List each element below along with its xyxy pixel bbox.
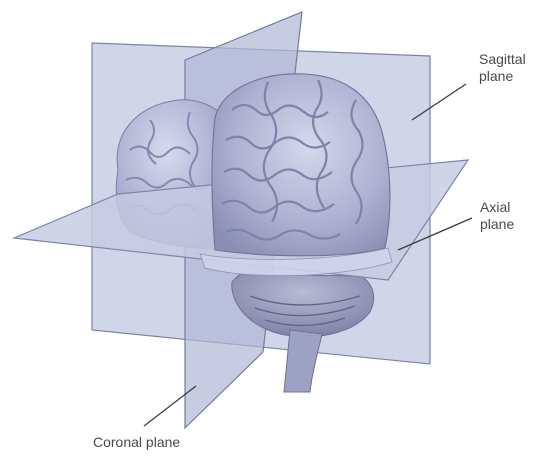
sagittal-label-line2: plane [479, 68, 526, 85]
sagittal-label-line1: Sagittal [479, 51, 526, 68]
brain-right-hemisphere [212, 74, 390, 256]
sagittal-plane-label: Sagittal plane [479, 51, 526, 85]
coronal-label-line1: Coronal plane [93, 434, 180, 451]
coronal-plane-label: Coronal plane [93, 434, 180, 451]
axial-label-line1: Axial [480, 199, 514, 216]
axial-plane-label: Axial plane [480, 199, 514, 233]
axial-label-line2: plane [480, 216, 514, 233]
brainstem [284, 330, 322, 392]
